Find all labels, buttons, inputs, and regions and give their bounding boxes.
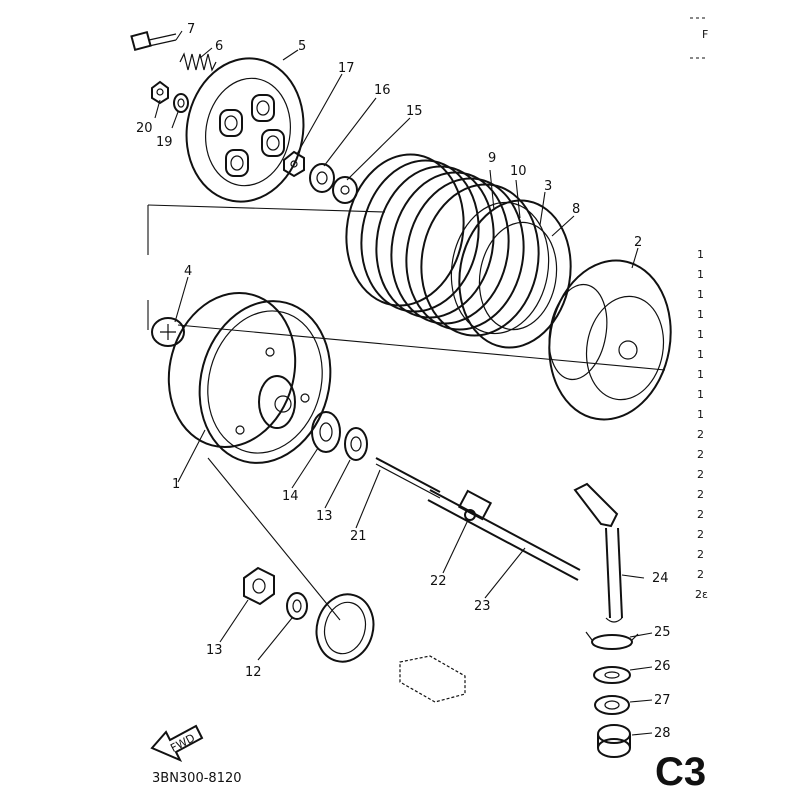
- assembly-outline: [147, 204, 666, 371]
- side-reference-list: 1 1 1 1 1 1 1 1 1 2 2 2 2 2 2 2 2 2ε F: [690, 17, 708, 601]
- side-list-4: 1: [697, 328, 704, 341]
- push-lever-part-24: [573, 482, 623, 623]
- drawing-code: 3BN300-8120: [152, 771, 242, 786]
- part-number-labels: 7 6 5 20 19 17 16 15 9 10 3 8 2 4 1 14 1…: [136, 22, 671, 741]
- side-list-8: 1: [697, 408, 704, 421]
- label-16: 15: [406, 104, 423, 119]
- label-1: 1: [172, 477, 180, 492]
- label-6: 6: [215, 39, 223, 54]
- side-list-13: 2: [697, 508, 704, 521]
- washer-part-15: [311, 411, 341, 453]
- push-rod-part-19: [375, 457, 441, 499]
- bearing-part-17: [309, 163, 335, 193]
- spring-part-25: [585, 631, 639, 650]
- clutch-plate-stack: [345, 153, 572, 349]
- label-25: 25: [654, 625, 671, 640]
- label-20: 19: [156, 135, 173, 150]
- ball-part-22: [464, 509, 476, 521]
- label-8: 8: [572, 202, 580, 217]
- label-24: 24: [652, 571, 669, 586]
- side-list-0: 1: [697, 248, 704, 261]
- label-19: 21: [350, 529, 367, 544]
- label-18: 17: [338, 61, 355, 76]
- side-list-7: 1: [697, 388, 704, 401]
- bolt-part-7: [130, 30, 177, 52]
- label-9: 9: [488, 151, 496, 166]
- crankshaft-end: [399, 655, 466, 703]
- label-7: 7: [187, 22, 195, 37]
- label-13b: 13: [206, 643, 223, 658]
- nut-part-13: [243, 566, 275, 606]
- clutch-housing-part-1: [167, 291, 332, 464]
- label-14: 13: [316, 509, 333, 524]
- page-code: C3: [655, 750, 706, 794]
- label-17: 16: [374, 83, 391, 98]
- fwd-arrow-icon: [150, 724, 204, 762]
- fwd-label: FWD: [168, 731, 197, 755]
- push-rod-part-23: [427, 489, 581, 581]
- side-list-14: 2: [697, 528, 704, 541]
- label-10: 10: [510, 164, 527, 179]
- side-list-9: 2: [697, 428, 704, 441]
- spring-part-6: [179, 52, 217, 72]
- clutch-boss-part-2: [548, 259, 672, 421]
- label-5: 5: [298, 39, 306, 54]
- leader-lines: [154, 30, 653, 736]
- washer-part-12: [286, 592, 308, 620]
- label-2: 2: [634, 235, 642, 250]
- label-23: 23: [474, 599, 491, 614]
- label-3: 3: [544, 179, 552, 194]
- washer-part-20: [173, 93, 189, 113]
- seal-part-27: [594, 695, 630, 715]
- side-list-5: 1: [697, 348, 704, 361]
- side-list-16: 2: [697, 568, 704, 581]
- label-21: 20: [136, 121, 153, 136]
- side-list-3: 1: [697, 308, 704, 321]
- lock-washer-part-4: [151, 317, 185, 347]
- label-26: 26: [654, 659, 671, 674]
- label-12: 12: [245, 665, 262, 680]
- primary-drive-gear: [315, 593, 375, 663]
- label-22: 22: [430, 574, 447, 589]
- label-27: 27: [654, 693, 671, 708]
- washer-part-18: [283, 150, 305, 178]
- side-list-2: 1: [697, 288, 704, 301]
- pressure-plate-part-5: [185, 57, 305, 203]
- side-list-15: 2: [697, 548, 704, 561]
- washer-part-14: [344, 427, 368, 461]
- side-list-1: 1: [697, 268, 704, 281]
- side-list-12: 2: [697, 488, 704, 501]
- bearing-part-28: [597, 724, 631, 758]
- label-28: 28: [654, 726, 671, 741]
- label-4: 4: [184, 264, 192, 279]
- side-list-6: 1: [697, 368, 704, 381]
- side-list-11: 2: [697, 468, 704, 481]
- plate-part-16: [332, 176, 358, 204]
- washer-part-26: [593, 666, 631, 684]
- side-list-17: 2ε: [695, 588, 708, 601]
- corner-text: F: [702, 28, 708, 41]
- nut-part-21: [151, 80, 169, 105]
- label-15: 14: [282, 489, 299, 504]
- side-list-10: 2: [697, 448, 704, 461]
